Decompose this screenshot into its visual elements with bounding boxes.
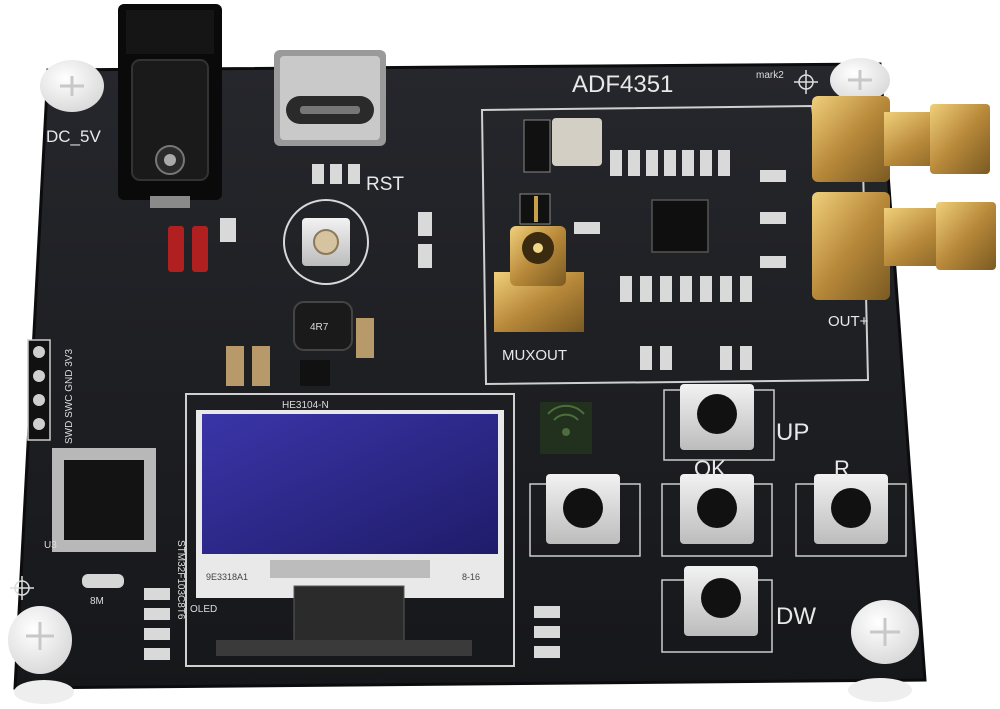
reset-label: RST [366, 174, 404, 195]
reset-button[interactable] [283, 199, 369, 285]
diodes [168, 226, 208, 272]
crosshair-icon [794, 70, 818, 94]
mcu-label: STM32F103C8T6 [175, 540, 186, 620]
header-pin-labels: SWD SWC GND 3V3 [64, 349, 75, 444]
standoff-bottom-right [848, 600, 919, 702]
mark-label: mark2 [756, 70, 784, 81]
ok-label: OK [694, 456, 726, 481]
down-button[interactable] [661, 566, 773, 653]
output-sma-connector-top[interactable] [812, 96, 990, 182]
dc-barrel-jack[interactable] [118, 4, 222, 208]
up-button[interactable] [663, 384, 775, 461]
oled-screen [202, 414, 498, 554]
output-sma-connector-bottom[interactable] [812, 192, 996, 300]
up-label: UP [776, 419, 809, 446]
power-label: DC_5V [46, 127, 101, 146]
display-code-right: 8-16 [462, 572, 480, 582]
right-button[interactable] [795, 474, 907, 557]
wireless-icon [540, 402, 592, 454]
standoff-top-right [830, 58, 890, 102]
rf-passives [574, 150, 786, 370]
muxout-sma-connector[interactable] [494, 226, 584, 332]
display-label: OLED [190, 604, 217, 615]
mcu-chip [52, 448, 156, 552]
adf4351-chip [651, 199, 709, 253]
tcxo-oscillator [523, 118, 602, 173]
smd-caps-bottom-middle [534, 606, 560, 658]
standoff-top-left [40, 60, 104, 112]
standoff-bottom-left [8, 606, 74, 704]
jumper-header[interactable] [519, 193, 551, 225]
smd-resistors-top [220, 164, 432, 268]
crystal [82, 574, 124, 588]
display-model: HE3104-N [282, 400, 329, 411]
down-label: DW [776, 603, 816, 630]
output-label: OUT+ [828, 313, 869, 330]
svg-text:4R7: 4R7 [310, 322, 329, 333]
programming-header[interactable] [27, 339, 51, 441]
muxout-label: MUXOUT [502, 347, 567, 364]
usb-c-connector[interactable] [274, 50, 386, 146]
mcu-ref: U3 [44, 540, 57, 551]
display-code-left: 9E3318A1 [206, 572, 248, 582]
crystal-label: 8M [90, 596, 104, 607]
tantalum-caps [226, 318, 374, 386]
oled-module [185, 393, 515, 667]
smd-caps-bottom-left [144, 588, 170, 660]
power-inductor: 4R7 [293, 301, 353, 351]
right-label: R [834, 456, 850, 481]
ok-button[interactable] [661, 474, 773, 557]
chip-label: ADF4351 [572, 71, 673, 98]
crosshair-icon [10, 576, 34, 600]
left-button[interactable] [529, 474, 641, 557]
